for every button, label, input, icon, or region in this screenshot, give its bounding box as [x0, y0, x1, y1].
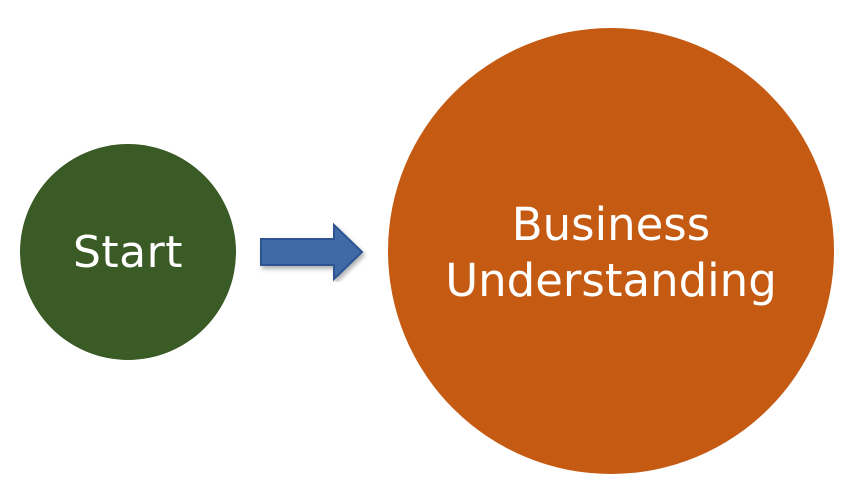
arrow-shape: [260, 222, 364, 282]
start-label: Start: [73, 226, 183, 278]
label-line-1: Business: [511, 198, 711, 251]
business-understanding-label: Business Understanding: [445, 197, 777, 309]
label-line-2: Understanding: [445, 254, 777, 307]
start-node: Start: [20, 144, 236, 360]
arrow-icon: [260, 222, 364, 282]
business-understanding-node: Business Understanding: [388, 28, 834, 474]
